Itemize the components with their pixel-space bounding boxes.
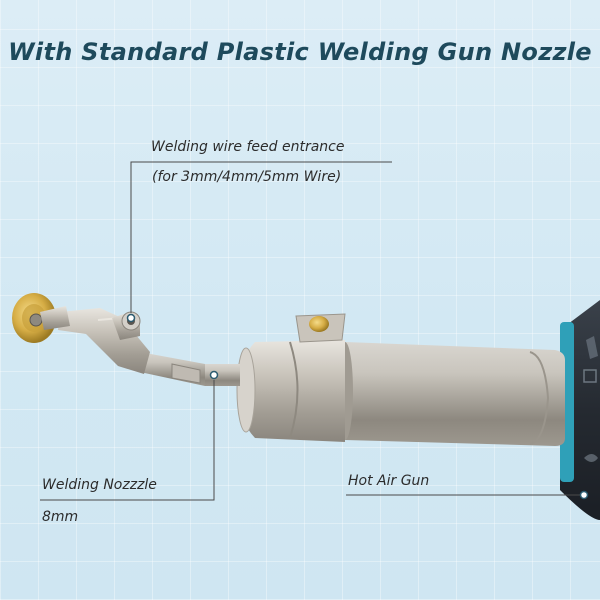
welding-nozzle	[140, 352, 240, 386]
welding-shoe	[12, 293, 150, 374]
clamp-screw	[309, 316, 329, 332]
callout-welding-nozzle	[40, 370, 219, 501]
callout-feed-entrance	[126, 161, 392, 323]
hot-air-gun-label: Hot Air Gun	[348, 473, 430, 489]
gun-grip-icon	[584, 454, 598, 462]
gun-label-icon	[583, 369, 597, 383]
hot-air-gun	[560, 300, 600, 520]
feed-entrance-detail: (for 3mm/4mm/5mm Wire)	[152, 169, 342, 185]
welding-nozzle-size: 8mm	[42, 509, 79, 525]
page-title: With Standard Plastic Welding Gun Nozzle	[8, 38, 592, 66]
welding-nozzle-label: Welding Nozzzle	[42, 477, 157, 493]
callout-hot-air-gun	[346, 490, 589, 500]
nozzle-sleeve	[236, 313, 565, 446]
gun-vent-icon	[586, 336, 598, 359]
feed-entrance-label: Welding wire feed entrance	[151, 139, 345, 155]
